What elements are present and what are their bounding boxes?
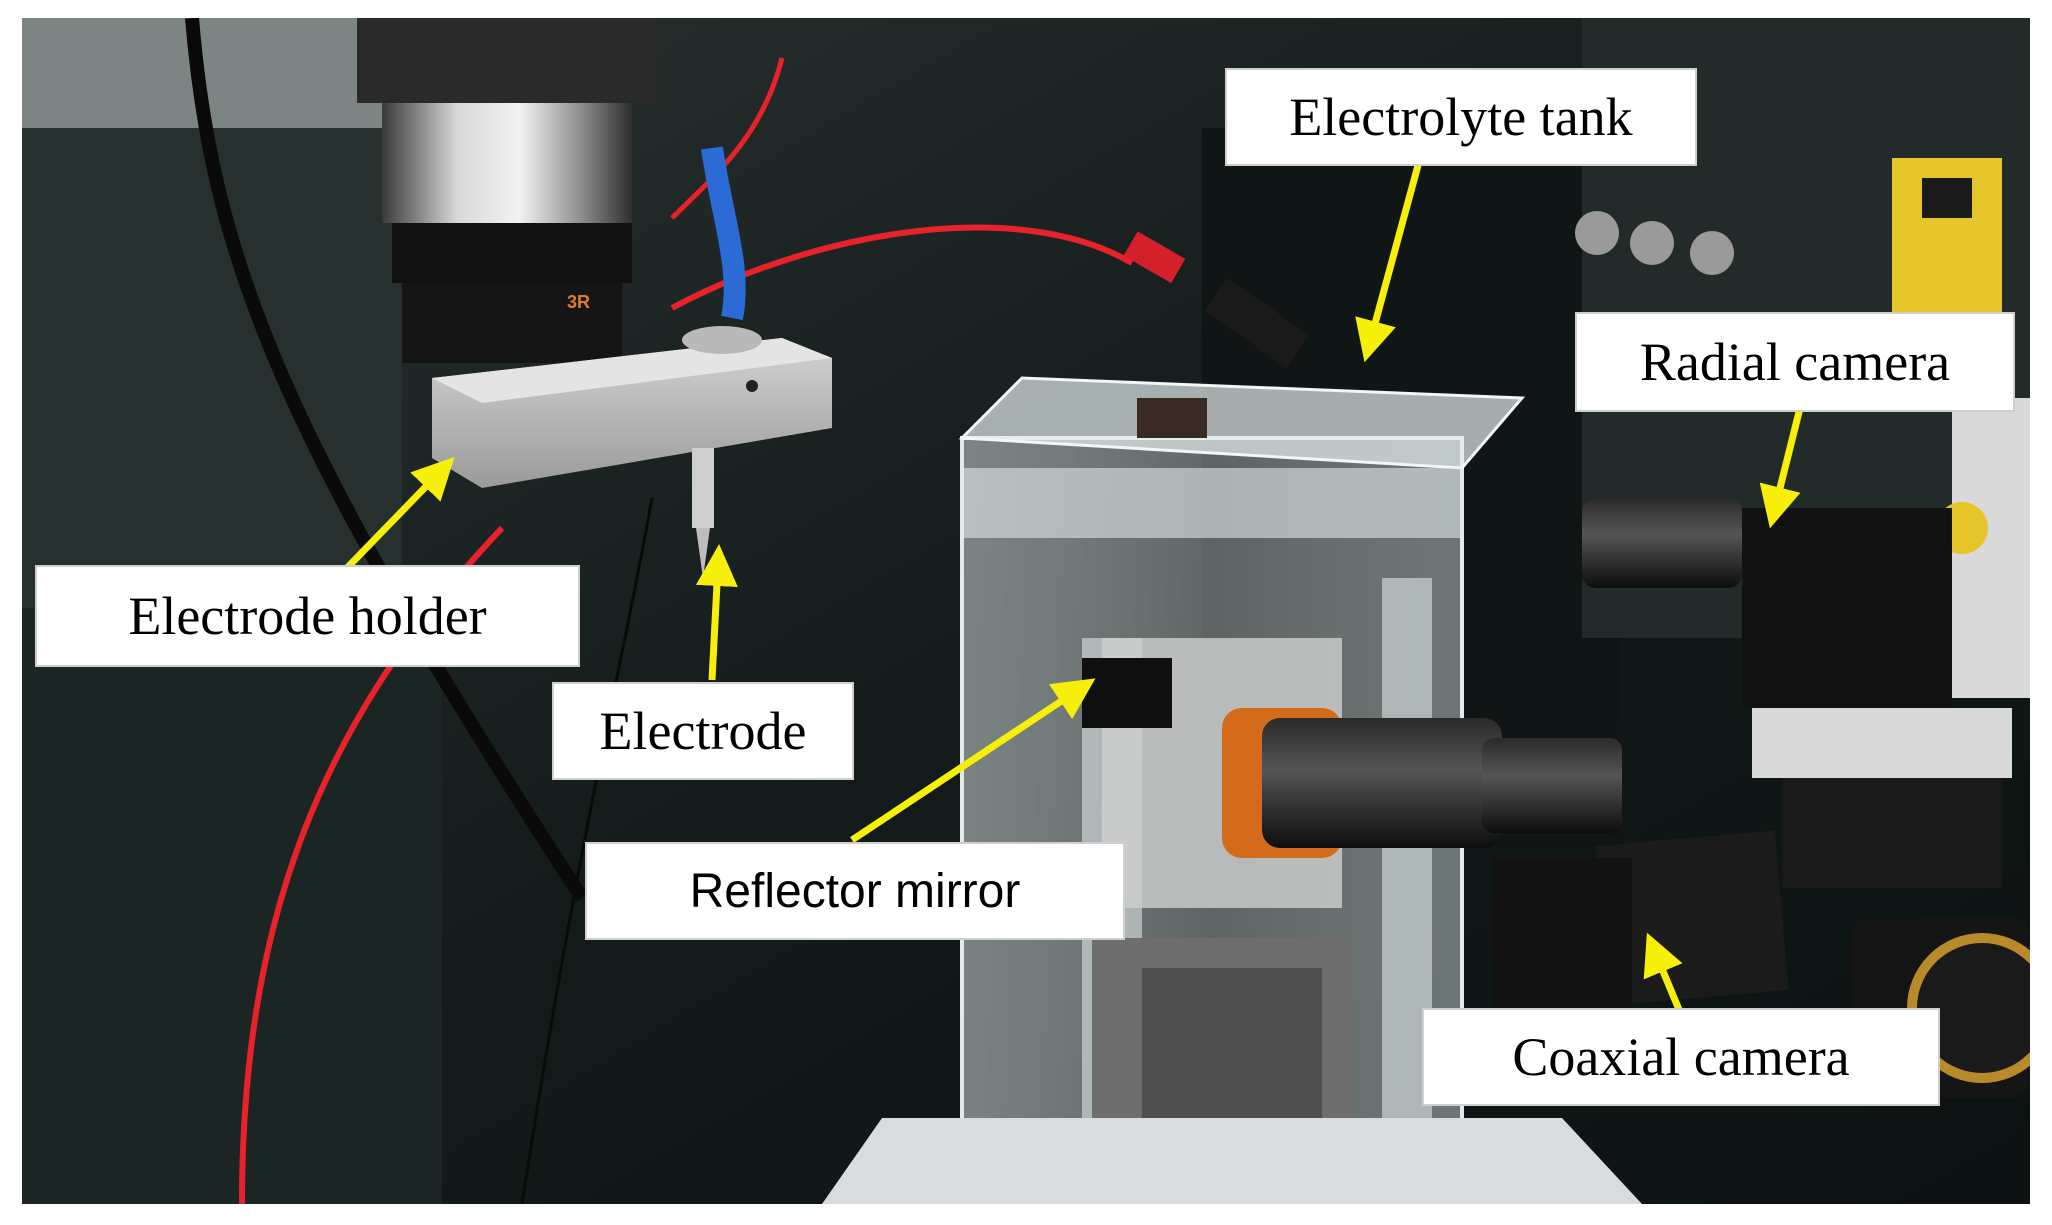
label-coaxial-camera: Coaxial camera bbox=[1422, 1008, 1940, 1106]
label-electrode-holder-text: Electrode holder bbox=[128, 586, 487, 646]
label-reflector-mirror-text: Reflector mirror bbox=[689, 864, 1021, 918]
label-electrolyte-tank: Electrolyte tank bbox=[1225, 68, 1697, 166]
label-electrode-holder: Electrode holder bbox=[35, 565, 580, 667]
label-electrolyte-tank-text: Electrolyte tank bbox=[1289, 87, 1633, 147]
label-coaxial-camera-text: Coaxial camera bbox=[1512, 1027, 1850, 1087]
label-electrode-text: Electrode bbox=[599, 701, 807, 761]
label-electrode: Electrode bbox=[552, 682, 854, 780]
label-radial-camera: Radial camera bbox=[1575, 312, 2015, 412]
svg-text:3R: 3R bbox=[567, 292, 590, 312]
label-reflector-mirror: Reflector mirror bbox=[585, 842, 1125, 940]
label-radial-camera-text: Radial camera bbox=[1639, 332, 1951, 392]
